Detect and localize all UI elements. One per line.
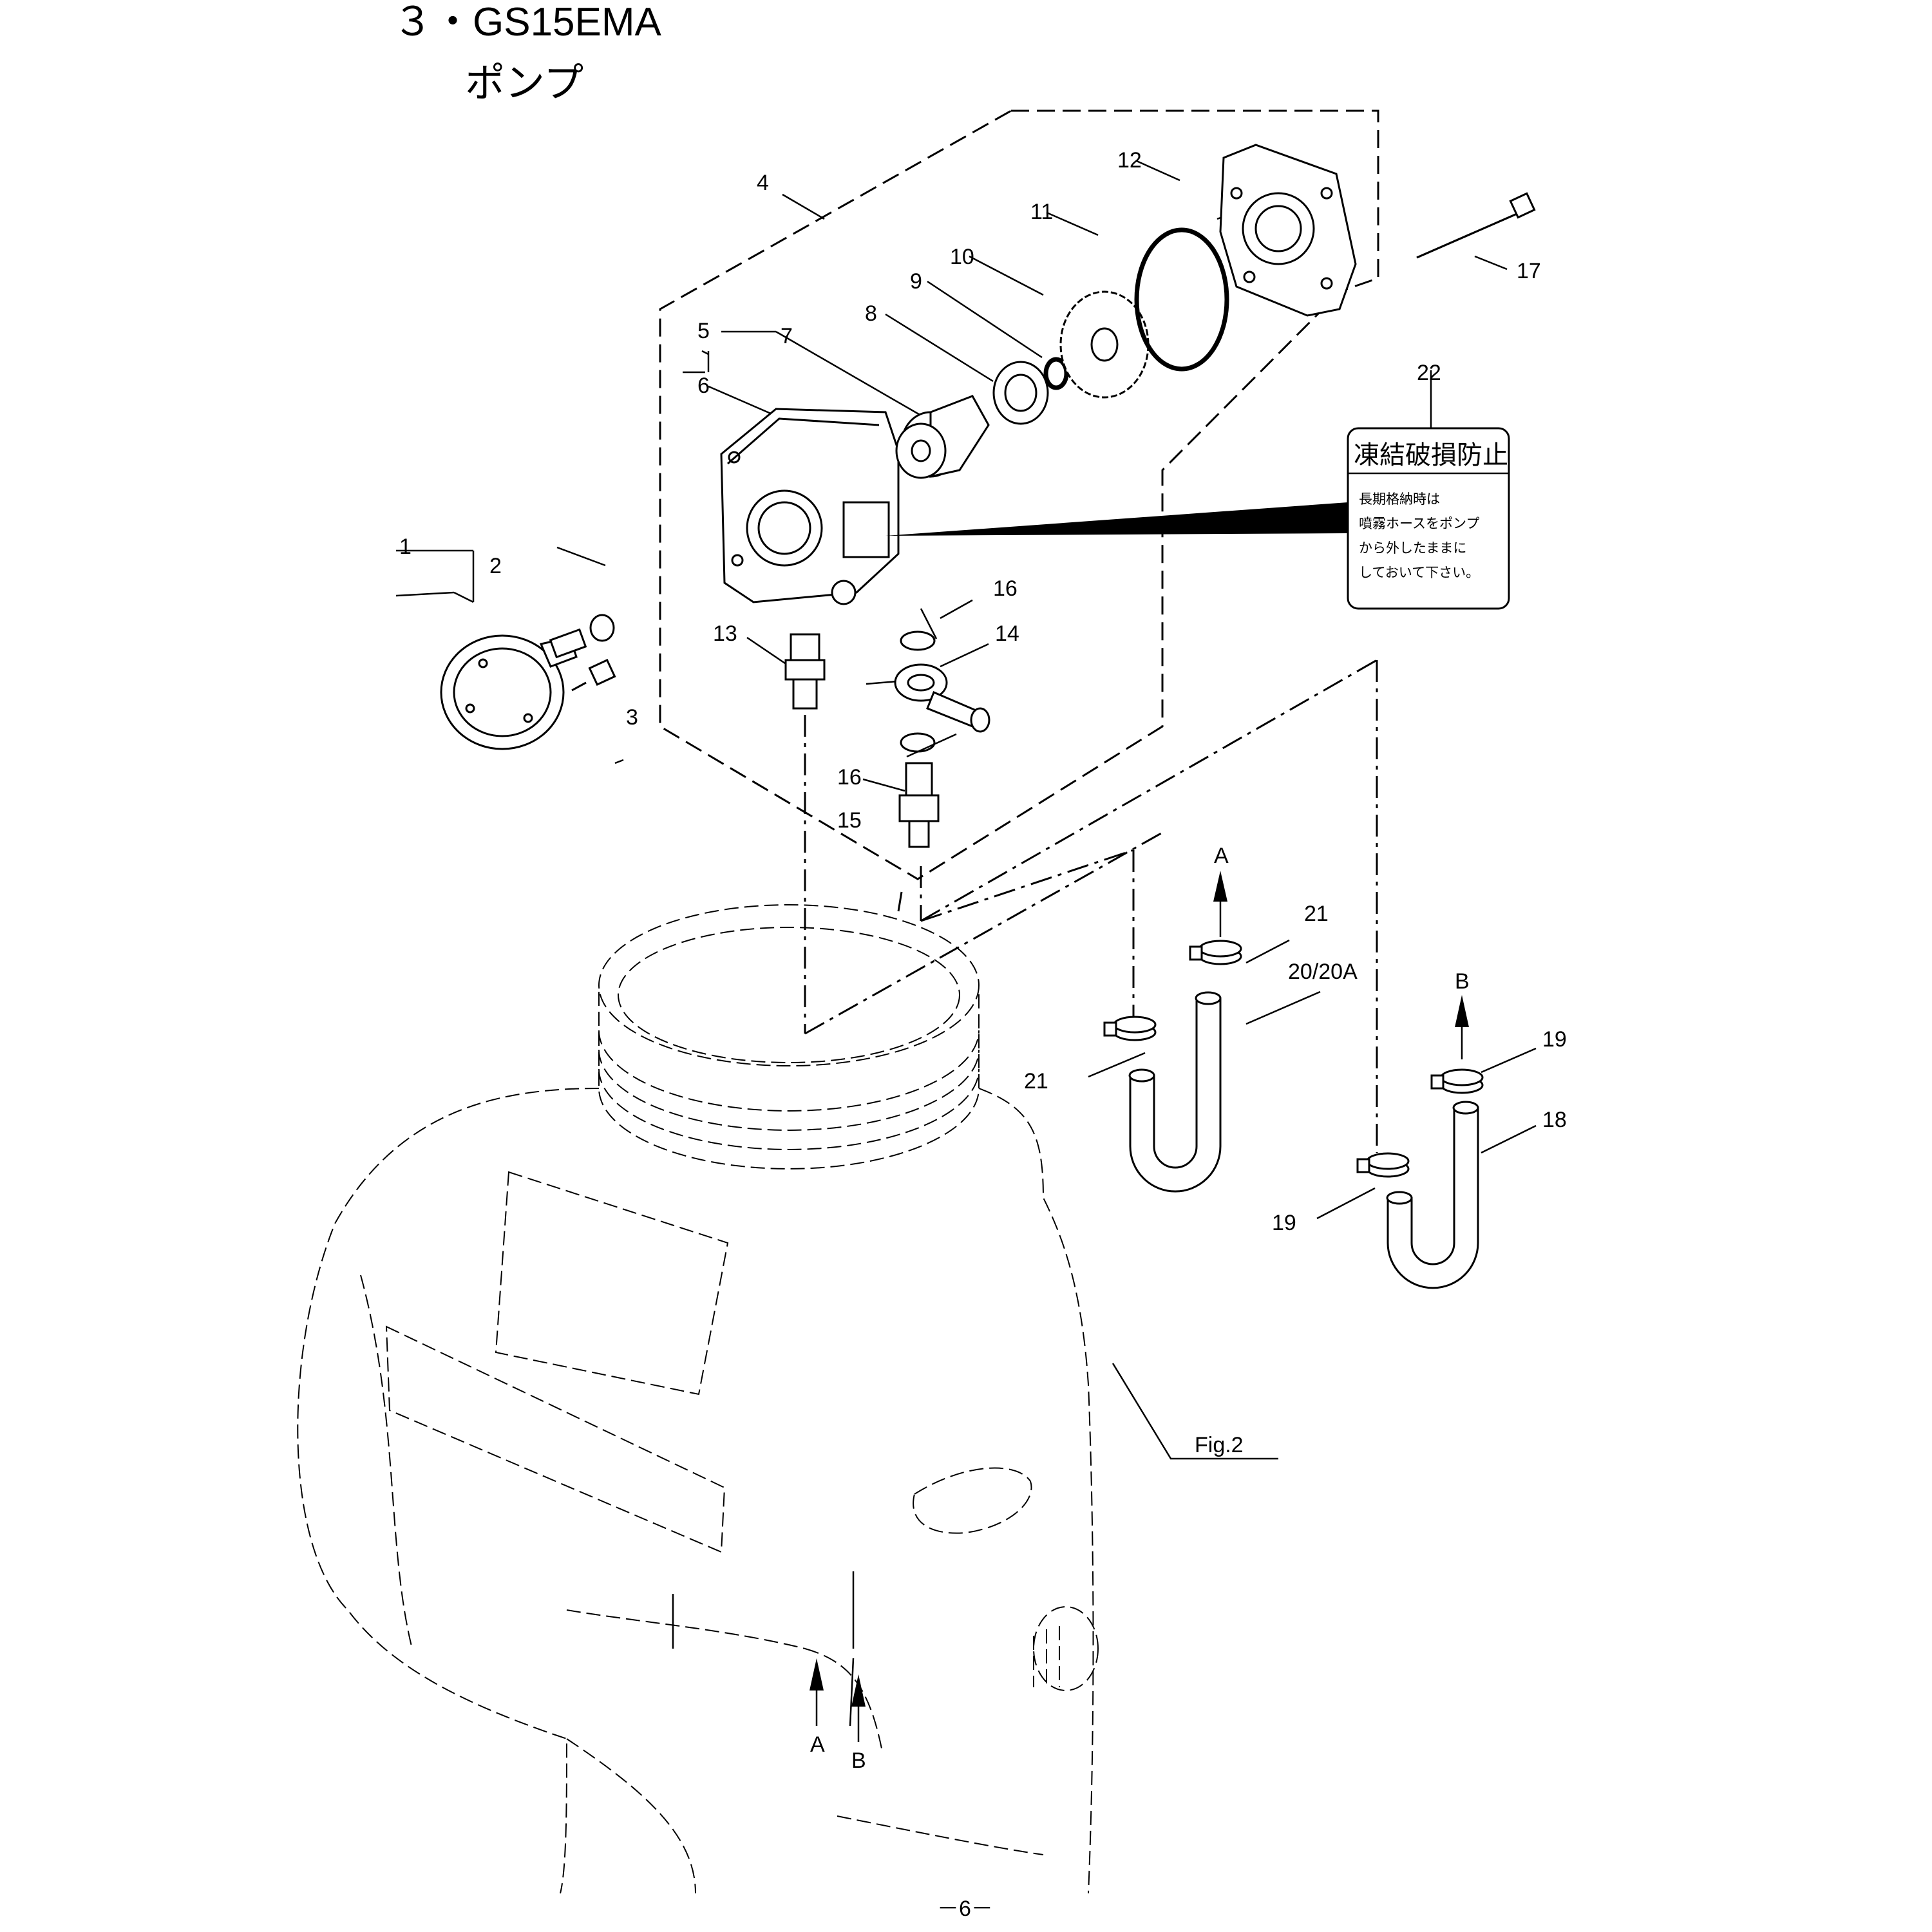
callout-7: 7 (781, 324, 793, 348)
pulley-bolt (571, 658, 616, 692)
callout-16-upper: 16 (993, 576, 1018, 601)
sticker-line-2: 噴霧ホースをポンプ (1359, 516, 1479, 531)
bearing-part (992, 361, 1049, 425)
marker-b-top: B (1455, 969, 1470, 994)
callout-17: 17 (1517, 259, 1541, 283)
callout-21-lower: 21 (1024, 1069, 1048, 1094)
pulley-part (440, 628, 587, 750)
callout-22: 22 (1417, 361, 1441, 385)
arrow-b-top (1455, 995, 1469, 1059)
sticker-title: 凍結破損防止 (1354, 440, 1508, 470)
callout-20-20a: 20/20A (1288, 960, 1358, 984)
callout-10: 10 (950, 245, 974, 269)
sticker-line-1: 長期格納時は (1359, 491, 1440, 507)
marker-b-bottom: B (851, 1748, 866, 1773)
callout-5: 5 (697, 319, 710, 343)
pump-housing (720, 408, 900, 605)
long-bolt (1416, 192, 1536, 259)
callout-13: 13 (713, 621, 737, 646)
flow-connectors (804, 659, 1378, 1153)
tank-outline (297, 904, 1099, 1894)
hose-18 (1386, 1101, 1479, 1289)
figure-reference: Fig.2 (1195, 1433, 1244, 1457)
section-subtitle: ポンプ (465, 61, 583, 106)
callout-4: 4 (757, 171, 769, 195)
clamp-19-lower (1356, 1152, 1410, 1178)
piston-part (895, 395, 990, 479)
arrow-a-top (1213, 871, 1227, 937)
callout-14: 14 (995, 621, 1019, 646)
clamp-21-upper (1189, 940, 1242, 965)
callout-16-lower: 16 (837, 765, 862, 790)
callout-15: 15 (837, 808, 862, 833)
snap-ring (1043, 357, 1069, 390)
large-o-ring (1134, 227, 1229, 372)
callout-1: 1 (399, 535, 412, 559)
banjo-fitting (894, 663, 990, 733)
nipple-part (784, 633, 826, 710)
pulley-o-ring (589, 614, 615, 642)
callout-2: 2 (489, 554, 502, 578)
callout-19-upper: 19 (1542, 1027, 1567, 1052)
sticker-line-4: しておいて下さい。 (1359, 565, 1479, 580)
callout-8: 8 (865, 301, 877, 326)
sticker-line-3: から外したままに (1359, 540, 1466, 556)
pump-assembly-boundary (659, 109, 1379, 880)
o-ring-upper (900, 630, 936, 651)
callout-12: 12 (1117, 148, 1142, 173)
callout-18: 18 (1542, 1108, 1567, 1132)
clamp-21-lower (1103, 1016, 1157, 1041)
marker-a-top: A (1214, 844, 1229, 868)
callout-6: 6 (697, 374, 710, 398)
page-number: －6－ (937, 1897, 993, 1921)
arrow-b-bottom (851, 1674, 866, 1742)
callout-19-lower: 19 (1272, 1211, 1296, 1235)
o-ring-lower (900, 732, 936, 753)
section-title: ３・GS15EMA (393, 0, 662, 44)
callout-9: 9 (910, 269, 922, 294)
callout-11: 11 (1030, 200, 1053, 224)
arrow-a-bottom (810, 1658, 824, 1726)
callout-3: 3 (626, 705, 638, 730)
callout-21-upper: 21 (1304, 902, 1329, 926)
clamp-19-upper (1430, 1068, 1484, 1094)
pump-cover (1219, 144, 1357, 317)
valve-fitting (898, 762, 940, 848)
warning-sticker: 凍結破損防止 長期格納時は 噴霧ホースをポンプ から外したままに しておいて下さ… (1347, 427, 1510, 610)
sticker-pointer (886, 502, 1348, 536)
marker-a-bottom: A (810, 1732, 825, 1757)
hose-20 (1128, 991, 1222, 1193)
